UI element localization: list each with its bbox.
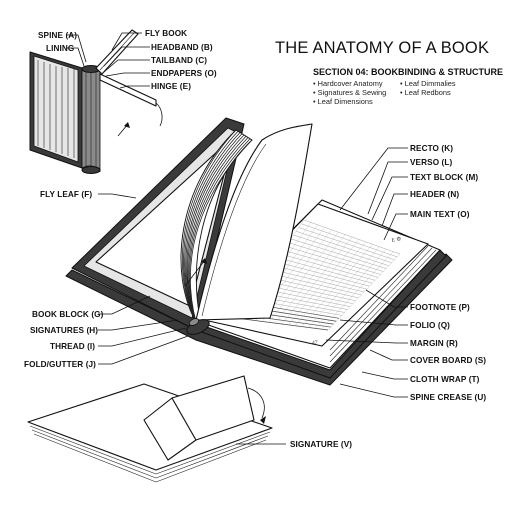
label-headband: HEADBAND (B) [151, 43, 213, 52]
label-signature: SIGNATURE (V) [290, 440, 352, 449]
label-cover-board: COVER BOARD (S) [410, 356, 486, 365]
label-footnote: FOOTNOTE (P) [410, 303, 470, 312]
label-book-block: BOOK BLOCK (G) [32, 310, 104, 319]
label-spine-crease: SPINE CREASE (U) [410, 393, 486, 402]
label-fly-book: FLY BOOK [145, 29, 187, 38]
label-header: HEADER (N) [410, 190, 459, 199]
label-tailband: TAILBAND (C) [151, 56, 207, 65]
label-margin: MARGIN (R) [410, 339, 458, 348]
label-verso: VERSO (L) [410, 158, 452, 167]
diagram-title: THE ANATOMY OF A BOOK [275, 39, 489, 57]
label-text-block: TEXT BLOCK (M) [410, 173, 478, 182]
label-lining: LINING [46, 44, 74, 53]
page-folio: 47 [312, 340, 318, 346]
bullet-item: • Leaf Redbons [400, 88, 451, 97]
label-main-text: MAIN TEXT (O) [410, 210, 470, 219]
label-signatures: SIGNATURES (H) [30, 326, 98, 335]
arrow-icon [260, 416, 266, 424]
signature-illustration [28, 376, 272, 482]
bullet-item: • Signatures & Sewing [313, 88, 386, 97]
label-spine: SPINE (A) [38, 31, 77, 40]
label-recto: RECTO (K) [410, 144, 453, 153]
bullet-item: • Hardcover Anatomy [313, 79, 383, 88]
label-endpapers: ENDPAPERS (O) [151, 69, 217, 78]
label-fly-leaf: FLY LEAF (F) [40, 190, 92, 199]
label-folio: FOLIO (Q) [410, 321, 450, 330]
title-block: THE ANATOMY OF A BOOK SECTION 04: BOOKBI… [275, 39, 503, 106]
label-cloth-wrap: CLOTH WRAP (T) [410, 375, 480, 384]
label-fold-gutter: FOLD/GUTTER (J) [24, 360, 96, 369]
bullet-item: • Leaf Dimmalies [400, 79, 456, 88]
hinge-strip [100, 74, 156, 106]
open-book-illustration: Ε ⚙ 47 [66, 118, 452, 385]
hinge-curl [156, 103, 162, 126]
label-hinge: HINGE (E) [151, 82, 191, 91]
bullet-item: • Leaf Dimensions [313, 97, 373, 106]
label-thread: THREAD (I) [50, 342, 95, 351]
tailband-cap [82, 167, 100, 174]
diagram-subtitle: SECTION 04: BOOKBINDING & STRUCTURE [313, 67, 503, 77]
